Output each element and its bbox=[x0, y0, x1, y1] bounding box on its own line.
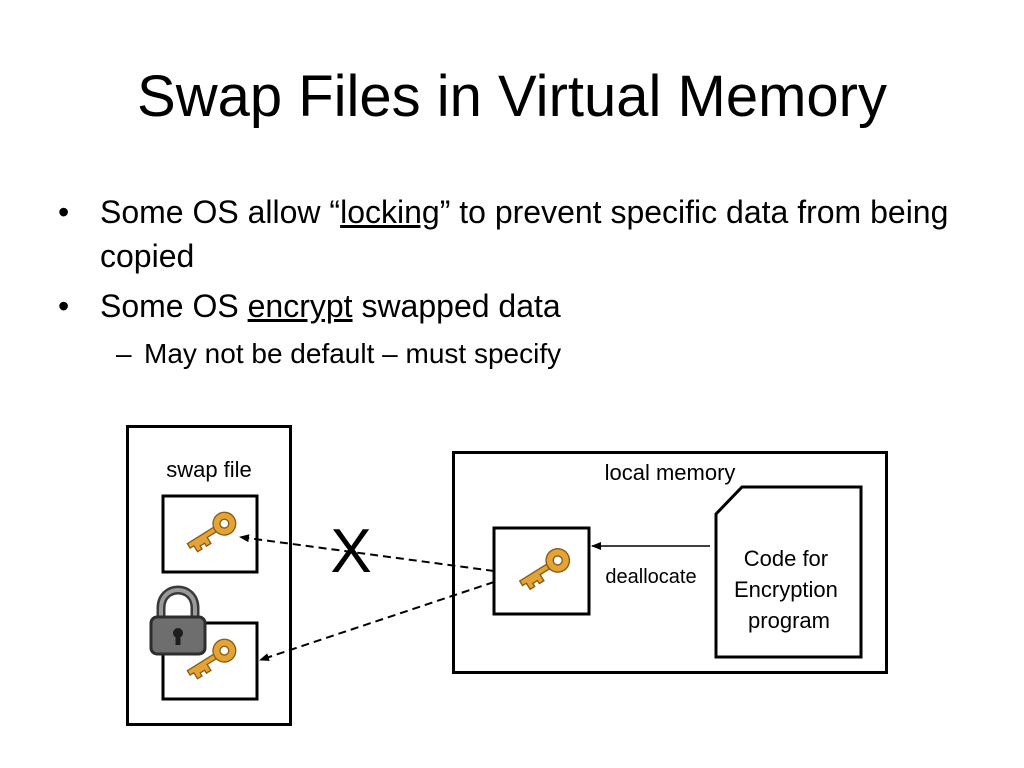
blocked-swap-arrow bbox=[239, 534, 495, 572]
bullet-locking: • Some OS allow “locking” to prevent spe… bbox=[58, 190, 998, 278]
local-memory-label: local memory bbox=[605, 460, 736, 485]
sub-bullet-text: May not be default – must specify bbox=[144, 338, 562, 369]
program-label-line: Encryption bbox=[734, 577, 838, 602]
blocked-mark: X bbox=[330, 517, 371, 586]
program-label: Code for Encryption program bbox=[734, 546, 844, 633]
encrypted-swap-arrow bbox=[259, 581, 495, 661]
sub-bullet-marker: – bbox=[116, 338, 132, 369]
swap-file-label: swap file bbox=[166, 457, 252, 482]
program-label-line: program bbox=[748, 608, 830, 633]
bullet-text: ” to prevent specific data from being co… bbox=[100, 194, 949, 274]
locking-term: locking bbox=[340, 194, 440, 230]
memory-key-slot bbox=[492, 526, 591, 616]
encryption-program-document bbox=[714, 485, 863, 659]
bullet-text: swapped data bbox=[352, 288, 561, 324]
sub-bullet-default: – May not be default – must specify bbox=[58, 334, 998, 374]
bullet-marker: • bbox=[58, 288, 70, 324]
bullet-list: • Some OS allow “locking” to prevent spe… bbox=[58, 190, 998, 374]
program-label-line: Code for bbox=[744, 546, 828, 571]
bullet-marker: • bbox=[58, 194, 70, 230]
bullet-text: Some OS bbox=[100, 288, 248, 324]
encrypt-term: encrypt bbox=[247, 288, 353, 324]
padlock-icon bbox=[149, 585, 207, 656]
bullet-text: Some OS allow “ bbox=[100, 194, 341, 230]
bullet-encrypt: • Some OS encrypt swapped data bbox=[58, 284, 998, 328]
slide-title: Swap Files in Virtual Memory bbox=[137, 64, 887, 129]
deallocate-label: deallocate bbox=[605, 566, 696, 588]
